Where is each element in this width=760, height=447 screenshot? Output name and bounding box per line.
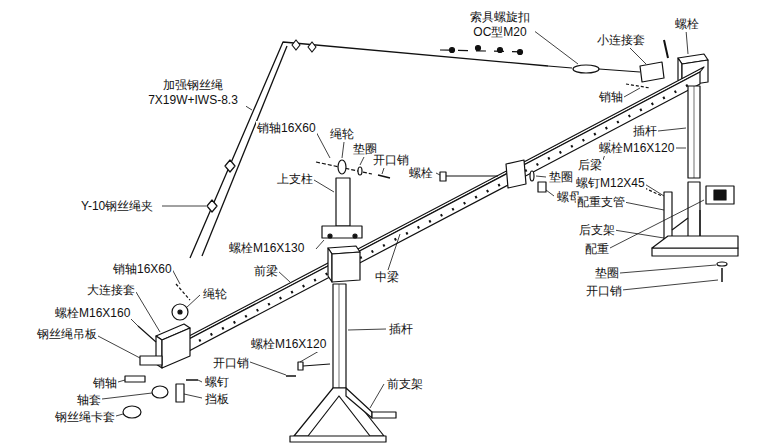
part-label: 前梁 bbox=[253, 264, 279, 279]
part-label: 配重 bbox=[584, 242, 610, 257]
part-label: 索具螺旋扣 OC型M20 bbox=[465, 10, 535, 40]
part-label: 挡板 bbox=[204, 392, 230, 407]
part-label: 插杆 bbox=[632, 124, 658, 139]
part-label: 钢丝绳卡套 bbox=[54, 410, 116, 425]
part-label: 上支柱 bbox=[276, 172, 314, 187]
part-label: 轴套 bbox=[76, 393, 102, 408]
part-label: 后梁 bbox=[577, 158, 603, 173]
part-label: 中梁 bbox=[374, 270, 400, 285]
part-label: 加强钢丝绳 7X19W+IWS-8.3 bbox=[140, 78, 246, 108]
part-label: 销轴16X60 bbox=[112, 262, 173, 277]
part-label: 螺栓 bbox=[408, 166, 434, 181]
part-label: 开口销 bbox=[372, 153, 410, 168]
part-label: 螺栓M16X130 bbox=[228, 241, 305, 256]
part-label: 小连接套 bbox=[596, 33, 646, 48]
part-label: 螺钉M12X45 bbox=[575, 176, 646, 191]
part-label: 螺栓M16X160 bbox=[54, 306, 131, 321]
part-label: 开口销 bbox=[212, 356, 250, 371]
part-label: 销轴 bbox=[92, 376, 118, 391]
part-label: 后支架 bbox=[578, 223, 616, 238]
part-label: Y-10钢丝绳夹 bbox=[80, 199, 154, 214]
part-label: 销轴16X60 bbox=[256, 121, 317, 136]
part-label: 开口销 bbox=[585, 284, 623, 299]
part-label: 垫圈 bbox=[548, 170, 574, 185]
part-label: 垫圈 bbox=[594, 266, 620, 281]
part-label: 插杆 bbox=[388, 322, 414, 337]
part-label: 螺栓M16X120 bbox=[598, 141, 675, 156]
part-label: 销轴 bbox=[598, 90, 624, 105]
part-label: 螺栓M16X120 bbox=[250, 337, 327, 352]
part-label: 绳轮 bbox=[329, 127, 355, 142]
part-label: 配重支管 bbox=[576, 195, 626, 210]
part-label: 大连接套 bbox=[86, 283, 136, 298]
part-label: 钢丝绳吊板 bbox=[36, 327, 98, 342]
part-label: 绳轮 bbox=[202, 287, 228, 302]
part-label: 螺钉 bbox=[204, 375, 230, 390]
part-label: 前支架 bbox=[386, 377, 424, 392]
part-label: 螺栓 bbox=[674, 17, 700, 32]
